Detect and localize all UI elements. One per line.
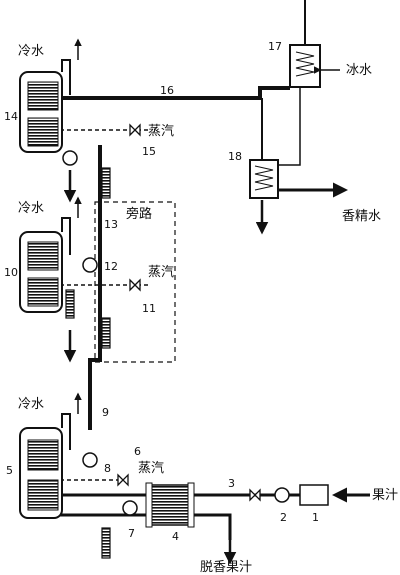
column-2-to-3 [88, 280, 102, 430]
label-18: 18 [228, 150, 242, 163]
label-16: 16 [160, 84, 174, 97]
label-3: 3 [228, 477, 235, 490]
process-piping [60, 86, 300, 540]
juice-label: 果汁 [372, 488, 398, 503]
label-17: 17 [268, 40, 282, 53]
label-13: 13 [104, 218, 118, 231]
condenser-18 [249, 159, 279, 199]
label-14: 14 [4, 110, 18, 123]
steam-valve-15 [129, 123, 141, 137]
label-6: 6 [134, 445, 141, 458]
flow-meters [65, 167, 111, 559]
pump-12 [82, 257, 98, 273]
cold-water-label-3: 冷水 [18, 397, 44, 412]
label-12: 12 [104, 260, 118, 273]
dearomatized-line [60, 513, 232, 540]
feed-tank-1 [299, 484, 329, 506]
bypass-label: 旁路 [126, 206, 152, 222]
aroma-water-label: 香精水 [342, 209, 381, 224]
pump-8 [82, 452, 98, 468]
steam-valve-11 [129, 278, 141, 292]
valves [117, 123, 261, 502]
bypass-loop [94, 201, 176, 363]
pump-2 [274, 487, 290, 503]
dearomatized-juice-label: 脱香果汁 [200, 560, 252, 575]
cold-water-label-1: 冷水 [18, 44, 44, 59]
evaporator-5 [19, 413, 71, 519]
label-8: 8 [104, 462, 111, 475]
condenser-17 [289, 0, 321, 88]
pump-symbols [62, 150, 290, 516]
cold-water-label-2: 冷水 [18, 201, 44, 216]
pump-7 [122, 500, 138, 516]
vapor-line-top [60, 86, 290, 100]
evaporator-10 [19, 217, 71, 313]
steam-valve-6 [117, 473, 129, 487]
valve-juice [249, 488, 261, 502]
heat-exchanger-4 [145, 482, 195, 528]
evaporator-14 [19, 59, 71, 153]
label-4: 4 [172, 530, 179, 543]
pump-14-outlet [62, 150, 78, 166]
label-15: 15 [142, 145, 156, 158]
label-10: 10 [4, 266, 18, 279]
label-7: 7 [128, 527, 135, 540]
steam-label-2: 蒸汽 [148, 265, 174, 280]
label-2: 2 [280, 511, 287, 524]
ice-water-label: 冰水 [346, 63, 372, 78]
drain-arrows [63, 170, 269, 565]
label-11: 11 [142, 302, 156, 315]
label-9: 9 [102, 406, 109, 419]
label-5: 5 [6, 464, 13, 477]
steam-label-3: 蒸汽 [138, 461, 164, 476]
steam-label-1: 蒸汽 [148, 124, 174, 139]
label-1: 1 [312, 511, 319, 524]
coolant-return [278, 87, 301, 166]
